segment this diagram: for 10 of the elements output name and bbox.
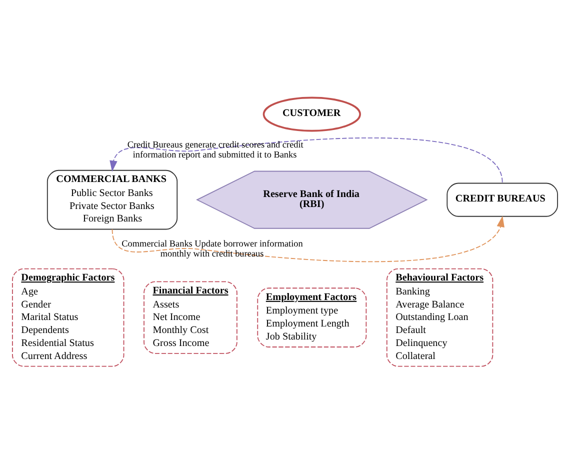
arrow	[112, 216, 504, 262]
node-box: COMMERCIAL BANKS Public Sector Banks Private Sector Banks Foreign Banks	[46, 170, 178, 230]
node-box: Demographic Factors Age Gender Marital Status Dependents Residential Status Current Address	[12, 268, 124, 367]
edge-label: Credit Bureaus generate credit scores and credit information report and submitted it to Banks	[127, 140, 304, 160]
node-box: Employment Factors Employment type Employment Length Job Stability	[257, 288, 367, 348]
node-box: Financial Factors Assets Net Income Monthly Cost Gross Income	[144, 281, 238, 354]
node-box: Behavioural Factors Banking Average Balance Outstanding Loan Default Delinquency Collateral	[386, 268, 494, 367]
node-box: CREDIT BUREAUS	[446, 182, 558, 217]
arrow	[110, 137, 503, 183]
node-ellipse: CUSTOMER	[262, 96, 361, 132]
